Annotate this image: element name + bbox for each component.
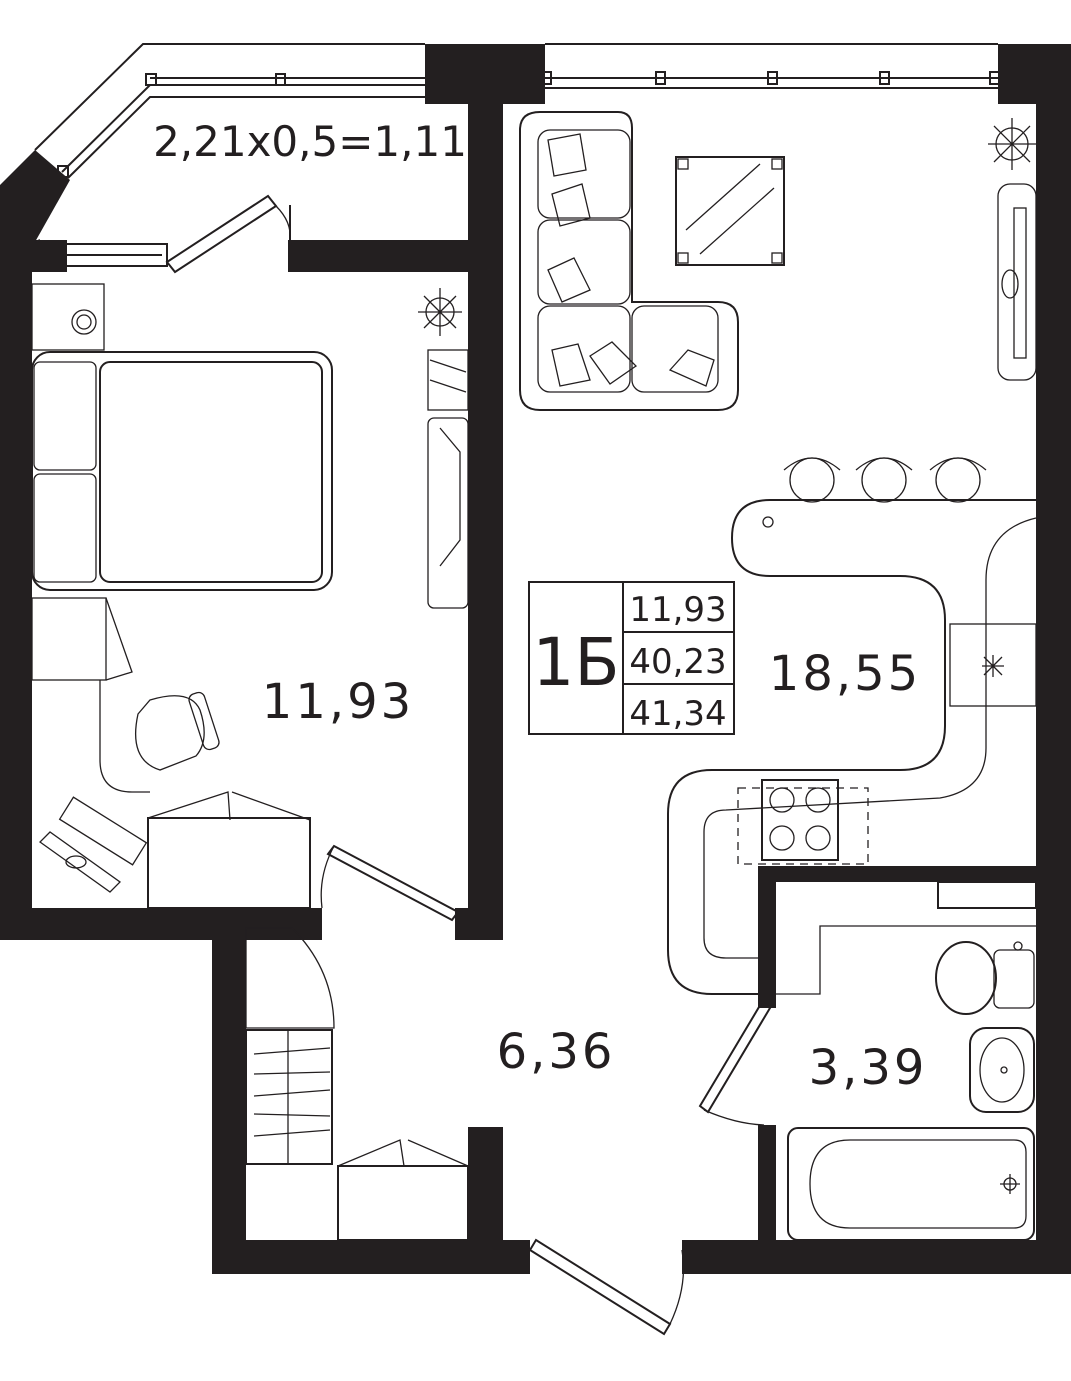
walls (0, 44, 1071, 1274)
wall-hall-left (212, 924, 246, 1274)
wall-hall-bottom-left (212, 1240, 530, 1274)
bedroom-area-label: 11,93 (262, 674, 414, 730)
bedroom-furniture (31, 283, 469, 909)
wall-hall-bottom-right (682, 1240, 1071, 1274)
wall-bath-left-top (758, 866, 776, 1008)
wall-bath-left-bottom (758, 1125, 776, 1240)
balcony-glazing (34, 43, 1000, 274)
wall-central-top (425, 44, 545, 104)
wall-central (468, 44, 503, 940)
living-furniture (519, 111, 1037, 995)
wall-bedroom-top-right (288, 240, 468, 272)
wall-right-top (998, 44, 1071, 104)
legend-total-with-balcony: 41,34 (629, 694, 726, 734)
wall-hall-stub (468, 1127, 503, 1240)
bathroom-area-label: 3,39 (809, 1040, 928, 1096)
legend-living-area: 11,93 (629, 590, 726, 630)
wall-bedroom-bottom (0, 908, 322, 940)
legend-frame (528, 581, 735, 735)
wall-corner-diagonal (0, 150, 70, 242)
legend-total-area: 40,23 (629, 642, 726, 682)
hall-area-label: 6,36 (497, 1024, 616, 1080)
wall-bath-top (758, 866, 1036, 882)
apartment-code: 1Б (532, 624, 619, 701)
hall-furniture (245, 844, 685, 1336)
living-kitchen-area-label: 18,55 (769, 646, 921, 702)
wall-right (1036, 44, 1071, 1274)
bathroom-fixtures (698, 881, 1037, 1241)
wall-bedroom-left (0, 240, 32, 940)
area-legend: 1Б 11,93 40,23 41,34 (528, 581, 735, 735)
balcony-area-label: 2,21x0,5=1,11 (153, 117, 467, 166)
